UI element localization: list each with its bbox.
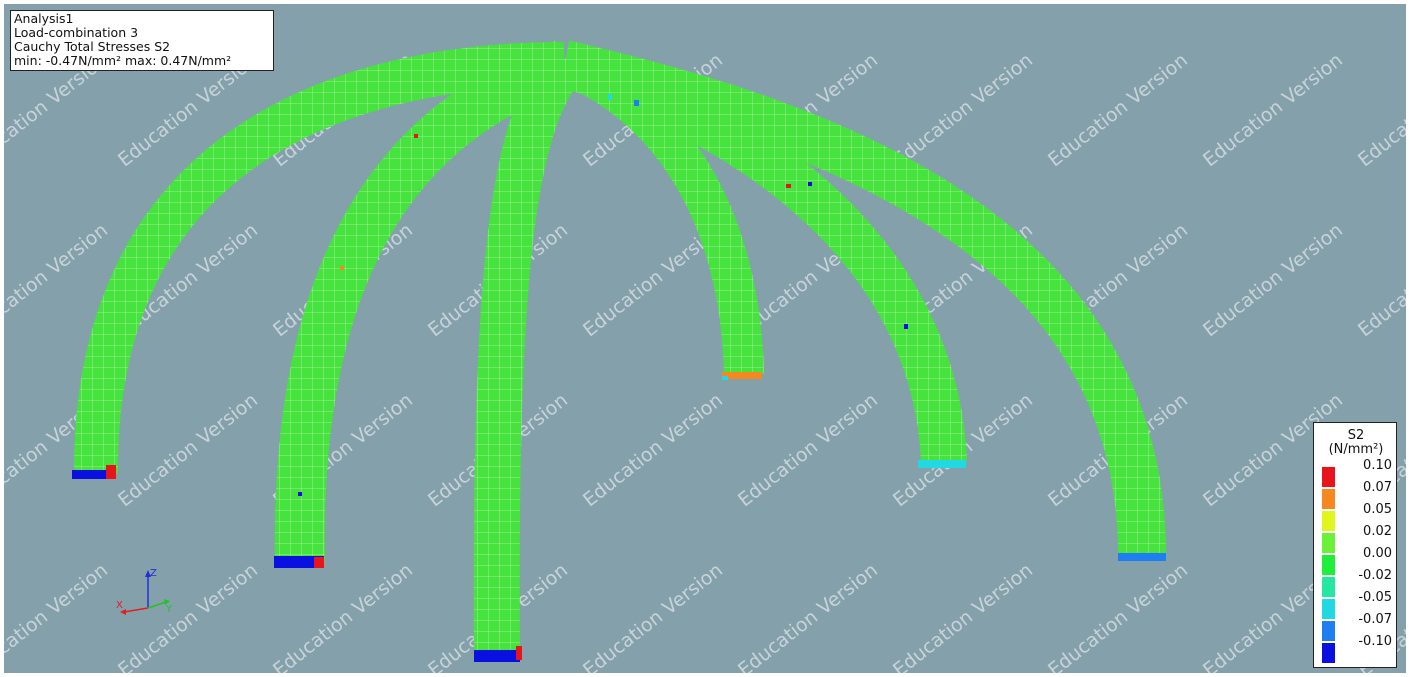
axis-x-label: X bbox=[116, 600, 123, 611]
support-stress-4 bbox=[722, 372, 762, 379]
legend-value: 0.07 bbox=[1363, 480, 1392, 495]
result-info-box: Analysis1 Load-combination 3 Cauchy Tota… bbox=[10, 10, 274, 71]
arch-rib-front bbox=[473, 49, 583, 657]
legend-value: -0.02 bbox=[1358, 568, 1392, 583]
legend-value: -0.07 bbox=[1358, 612, 1392, 627]
legend-value: 0.10 bbox=[1363, 458, 1392, 473]
legend-title-unit: (N/mm²) bbox=[1328, 442, 1384, 457]
legend-swatch bbox=[1322, 533, 1335, 553]
arch-rib-right bbox=[558, 40, 1167, 560]
arch-model bbox=[72, 40, 1167, 662]
load-case: Load-combination 3 bbox=[14, 25, 139, 40]
legend-value: 0.00 bbox=[1363, 546, 1392, 561]
support-stress-5 bbox=[918, 460, 966, 468]
legend-value: -0.10 bbox=[1358, 634, 1392, 649]
legend-swatch bbox=[1322, 643, 1335, 663]
legend-swatch bbox=[1322, 577, 1335, 597]
result-range: min: -0.47N/mm² max: 0.47N/mm² bbox=[14, 53, 232, 68]
legend-value: 0.02 bbox=[1363, 524, 1392, 539]
legend-swatch bbox=[1322, 555, 1335, 575]
support-stress-6 bbox=[1118, 553, 1166, 561]
arch-rib-left bbox=[73, 42, 565, 475]
arch-rib-front-left bbox=[274, 40, 573, 563]
arch-crown bbox=[532, 60, 612, 92]
legend-value: -0.05 bbox=[1358, 590, 1392, 605]
legend-title-variable: S2 bbox=[1347, 428, 1365, 443]
legend-value: 0.05 bbox=[1363, 502, 1392, 517]
result-type: Cauchy Total Stresses S2 bbox=[14, 39, 171, 54]
legend-swatch bbox=[1322, 599, 1335, 619]
support-stress-1 bbox=[72, 470, 114, 479]
legend-title: S2 (N/mm²) bbox=[1314, 429, 1398, 457]
axis-z-label: Z bbox=[150, 568, 157, 579]
support-stress-2 bbox=[274, 556, 324, 568]
legend-swatch bbox=[1322, 489, 1335, 509]
analysis-name: Analysis1 bbox=[14, 11, 74, 26]
color-legend: S2 (N/mm²) 0.10 0.07 0.05 0.02 0.00 -0.02 -0.0… bbox=[1313, 422, 1397, 668]
axis-y-label: Y bbox=[165, 604, 173, 615]
legend-swatch bbox=[1322, 467, 1335, 487]
legend-swatch bbox=[1322, 621, 1335, 641]
axis-triad: Z X Y bbox=[112, 564, 192, 624]
legend-swatch bbox=[1322, 511, 1335, 531]
support-stress-3 bbox=[474, 650, 520, 662]
